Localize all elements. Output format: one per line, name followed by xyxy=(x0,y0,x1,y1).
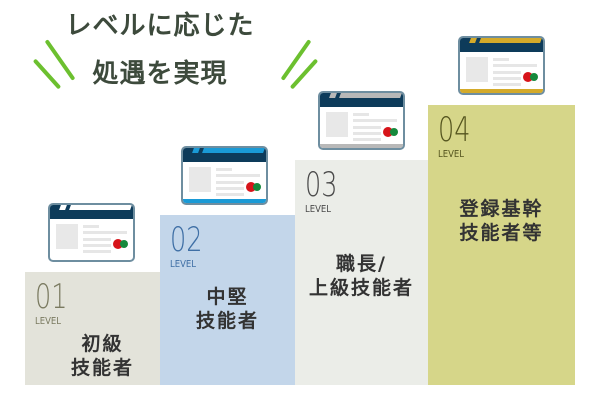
level-label: LEVEL xyxy=(35,316,62,327)
card-green-dot-icon xyxy=(390,128,398,136)
level-name-line2: 上級技能者 xyxy=(308,277,414,299)
card-accent-stripe xyxy=(479,38,542,43)
level-name-line1: 中堅 xyxy=(206,286,249,308)
card-accent-stripe xyxy=(339,93,402,98)
level-number: 03 xyxy=(305,165,338,205)
headline-line1: レベルに応じた xyxy=(65,11,255,41)
card-header-bar xyxy=(50,205,133,219)
license-card-icon xyxy=(318,91,405,150)
level-name-line1: 職長/ xyxy=(336,253,387,275)
card-accent-stripe xyxy=(202,148,265,153)
card-text-line xyxy=(83,244,111,247)
card-text-line xyxy=(216,187,244,190)
card-red-dot-icon xyxy=(246,182,256,192)
card-text-line xyxy=(83,225,99,228)
level-label: LEVEL xyxy=(305,204,332,215)
card-photo-placeholder xyxy=(326,112,348,137)
license-card-icon xyxy=(48,203,135,262)
card-text-line xyxy=(493,58,509,61)
card-text-line xyxy=(353,126,381,129)
card-text-line xyxy=(493,71,521,74)
card-accent-stripe xyxy=(469,38,477,43)
level-name-line1: 登録基幹 xyxy=(459,198,544,220)
level-column-3: 03 LEVEL 職長/ 上級技能者 xyxy=(295,160,428,385)
card-bottom-stripe xyxy=(183,199,266,203)
license-card-icon xyxy=(181,146,268,205)
level-name-line2: 技能者 xyxy=(195,310,259,332)
card-text-line xyxy=(83,238,111,241)
level-column-2: 02 LEVEL 中堅 技能者 xyxy=(160,215,295,385)
card-text-line xyxy=(353,138,381,141)
card-text-line xyxy=(216,168,232,171)
card-green-dot-icon xyxy=(120,240,128,248)
card-accent-stripe xyxy=(59,205,67,210)
level-name-line1: 初級 xyxy=(81,333,124,355)
level-column-4: 04 LEVEL 登録基幹 技能者等 xyxy=(428,105,575,385)
card-text-line xyxy=(83,250,111,253)
level-name: 職長/ 上級技能者 xyxy=(295,252,428,300)
level-label: LEVEL xyxy=(438,149,465,160)
card-text-line xyxy=(493,83,521,86)
card-text-line xyxy=(83,231,127,234)
level-label: LEVEL xyxy=(170,259,197,270)
card-header-bar xyxy=(460,38,543,52)
license-card-icon xyxy=(458,36,545,95)
card-accent-stripe xyxy=(329,93,337,98)
level-number: 01 xyxy=(35,277,68,317)
card-accent-stripe xyxy=(69,205,132,210)
card-text-line xyxy=(353,132,381,135)
card-text-line xyxy=(216,193,244,196)
level-name: 登録基幹 技能者等 xyxy=(428,197,575,245)
card-header-bar xyxy=(183,148,266,162)
card-bottom-stripe xyxy=(460,89,543,93)
card-text-line xyxy=(216,181,244,184)
card-text-line xyxy=(353,119,397,122)
card-red-dot-icon xyxy=(523,72,533,82)
level-number: 04 xyxy=(438,110,471,150)
card-text-line xyxy=(493,77,521,80)
level-name-line2: 技能者等 xyxy=(459,222,544,244)
card-accent-stripe xyxy=(192,148,200,153)
card-bottom-stripe xyxy=(320,144,403,148)
card-text-line xyxy=(216,174,260,177)
card-photo-placeholder xyxy=(466,57,488,82)
card-red-dot-icon xyxy=(113,239,123,249)
card-green-dot-icon xyxy=(530,73,538,81)
headline-line2: 処遇を実現 xyxy=(92,59,228,89)
level-column-1: 01 LEVEL 初級 技能者 xyxy=(25,272,160,385)
level-name: 中堅 技能者 xyxy=(160,285,295,333)
card-text-line xyxy=(353,113,369,116)
level-number: 02 xyxy=(170,220,203,260)
level-name-line2: 技能者 xyxy=(70,357,134,379)
card-photo-placeholder xyxy=(189,167,211,192)
card-text-line xyxy=(493,64,537,67)
level-name: 初級 技能者 xyxy=(45,332,160,380)
card-green-dot-icon xyxy=(253,183,261,191)
card-red-dot-icon xyxy=(383,127,393,137)
card-header-bar xyxy=(320,93,403,107)
card-photo-placeholder xyxy=(56,224,78,249)
